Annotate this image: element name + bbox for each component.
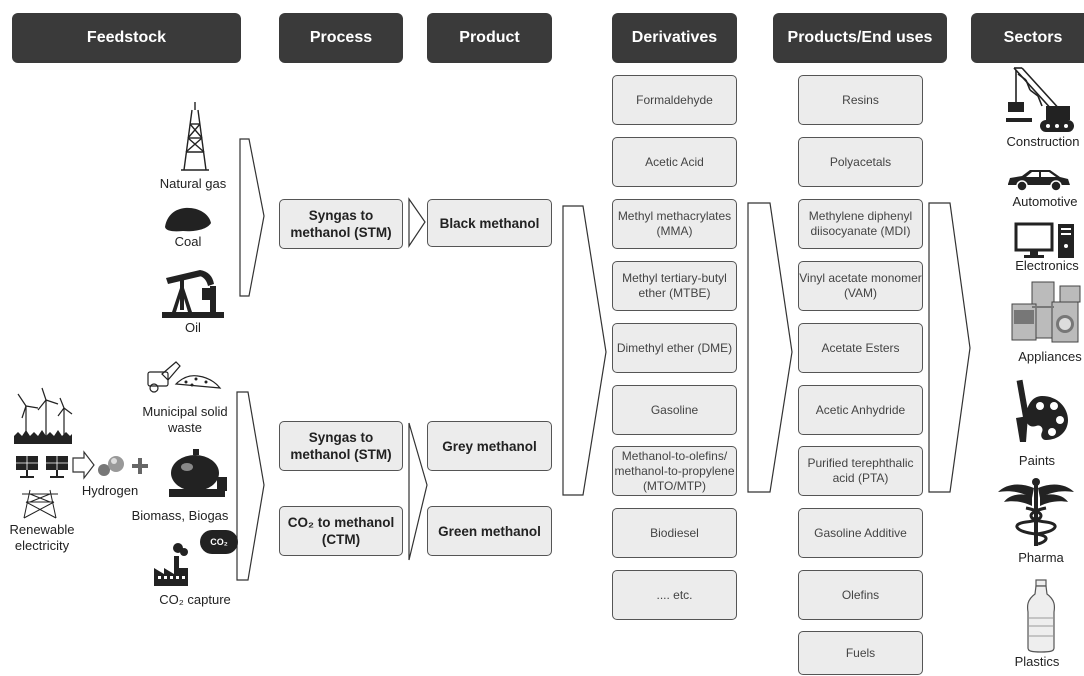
end-use-olefins: Olefins	[798, 570, 923, 620]
header-feedstock: Feedstock	[12, 13, 241, 63]
end-use-label: Gasoline Additive	[814, 525, 907, 540]
end-use-fuels: Fuels	[798, 631, 923, 675]
derivative-label: Formaldehyde	[636, 92, 713, 107]
derivative-etc: .... etc.	[612, 570, 737, 620]
crane-icon	[1006, 67, 1074, 132]
process-stm-grey: Syngas to methanol (STM)	[279, 421, 403, 471]
end-use-polyacetals: Polyacetals	[798, 137, 923, 187]
end-use-label: Vinyl acetate monomer (VAM)	[799, 271, 922, 300]
caduceus-icon	[998, 478, 1074, 546]
derivative-label: Acetic Acid	[645, 154, 704, 169]
end-use-label: Polyacetals	[829, 154, 892, 169]
oil-pump-icon	[162, 270, 224, 318]
end-use-acetate-esters: Acetate Esters	[798, 323, 923, 373]
header-products-end-uses: Products/End uses	[773, 13, 947, 63]
sector-plastics: Plastics	[1014, 654, 1060, 669]
derivative-label: Methanol-to-olefins/ methanol-to-propyle…	[614, 448, 735, 493]
sector-paints: Paints	[1018, 453, 1056, 468]
header-process: Process	[279, 13, 403, 63]
sector-automotive: Automotive	[1012, 194, 1078, 209]
process-stm-black: Syngas to methanol (STM)	[279, 199, 403, 249]
garbage-truck-icon	[147, 361, 222, 393]
paint-palette-icon	[1016, 379, 1068, 442]
process-stm-black-label: Syngas to methanol (STM)	[290, 208, 392, 240]
process-ctm-label: CO₂ to methanol (CTM)	[287, 515, 395, 547]
end-use-mdi: Methylene diphenyl diisocyanate (MDI)	[798, 199, 923, 249]
end-use-gasoline-additive: Gasoline Additive	[798, 508, 923, 558]
product-green-label: Green methanol	[438, 523, 541, 539]
end-use-label: Olefins	[841, 587, 880, 602]
header-product: Product	[427, 13, 552, 63]
sector-pharma: Pharma	[1018, 550, 1064, 565]
process-stm-grey-label: Syngas to methanol (STM)	[290, 430, 392, 462]
end-use-label: Purified terephthalic acid (PTA)	[807, 456, 914, 485]
co2-cloud-icon: CO₂	[200, 530, 238, 554]
derivative-gasoline: Gasoline	[612, 385, 737, 435]
derivative-mtbe: Methyl tertiary-butyl ether (MTBE)	[612, 261, 737, 311]
end-use-label: Acetic Anhydride	[815, 402, 906, 417]
derivative-formaldehyde: Formaldehyde	[612, 75, 737, 125]
derivative-label: Methyl tertiary-butyl ether (MTBE)	[622, 271, 727, 300]
derivative-label: Biodiesel	[650, 525, 699, 540]
derivative-label: Gasoline	[650, 402, 699, 417]
header-sectors: Sectors	[971, 13, 1084, 63]
derivative-biodiesel: Biodiesel	[612, 508, 737, 558]
derivative-mto-mtp: Methanol-to-olefins/ methanol-to-propyle…	[612, 446, 737, 496]
wind-turbine-icon	[14, 387, 73, 444]
label-coal: Coal	[174, 234, 202, 249]
end-use-label: Methylene diphenyl diisocyanate (MDI)	[808, 209, 913, 238]
derivative-label: Dimethyl ether (DME)	[616, 340, 733, 355]
plastic-bottle-icon	[1026, 579, 1056, 653]
power-tower-icon	[22, 489, 58, 519]
process-ctm: CO₂ to methanol (CTM)	[279, 506, 403, 556]
product-black-methanol: Black methanol	[427, 199, 552, 247]
end-use-label: Fuels	[845, 645, 876, 660]
end-use-pta: Purified terephthalic acid (PTA)	[798, 446, 923, 496]
car-icon	[1008, 170, 1070, 192]
appliances-icon	[1011, 281, 1081, 343]
hydrogen-icon	[98, 456, 124, 476]
label-oil: Oil	[185, 320, 201, 335]
derivative-mma: Methyl methacrylates (MMA)	[612, 199, 737, 249]
end-use-acetic-anhydride: Acetic Anhydride	[798, 385, 923, 435]
sector-appliances: Appliances	[1018, 349, 1082, 364]
sector-electronics: Electronics	[1015, 258, 1079, 273]
product-green-methanol: Green methanol	[427, 506, 552, 556]
derivative-acetic-acid: Acetic Acid	[612, 137, 737, 187]
derivative-label: Methyl methacrylates (MMA)	[617, 209, 732, 238]
biogas-tank-icon	[169, 449, 227, 497]
header-derivatives: Derivatives	[612, 13, 737, 63]
computer-icon	[1014, 222, 1074, 258]
label-co2-capture: CO₂ capture	[159, 592, 231, 607]
co2-cloud-label: CO₂	[210, 537, 228, 547]
end-use-vam: Vinyl acetate monomer (VAM)	[798, 261, 923, 311]
oil-rig-icon	[181, 102, 209, 171]
coal-icon	[165, 207, 211, 232]
product-grey-methanol: Grey methanol	[427, 421, 552, 471]
label-natural-gas: Natural gas	[159, 176, 227, 191]
label-municipal-solid-waste: Municipal solid waste	[142, 404, 228, 435]
end-use-label: Resins	[842, 92, 879, 107]
sector-construction: Construction	[1006, 134, 1080, 149]
product-grey-label: Grey methanol	[442, 438, 537, 454]
end-use-label: Acetate Esters	[821, 340, 900, 355]
solar-panel-icon	[16, 456, 68, 478]
derivative-label: .... etc.	[656, 587, 693, 602]
end-use-resins: Resins	[798, 75, 923, 125]
label-hydrogen: Hydrogen	[81, 483, 139, 498]
label-biomass-biogas: Biomass, Biogas	[131, 508, 229, 523]
derivative-dme: Dimethyl ether (DME)	[612, 323, 737, 373]
co2-factory-icon	[154, 543, 188, 586]
label-renewable-electricity: Renewable electricity	[9, 522, 75, 553]
product-black-label: Black methanol	[439, 215, 540, 231]
